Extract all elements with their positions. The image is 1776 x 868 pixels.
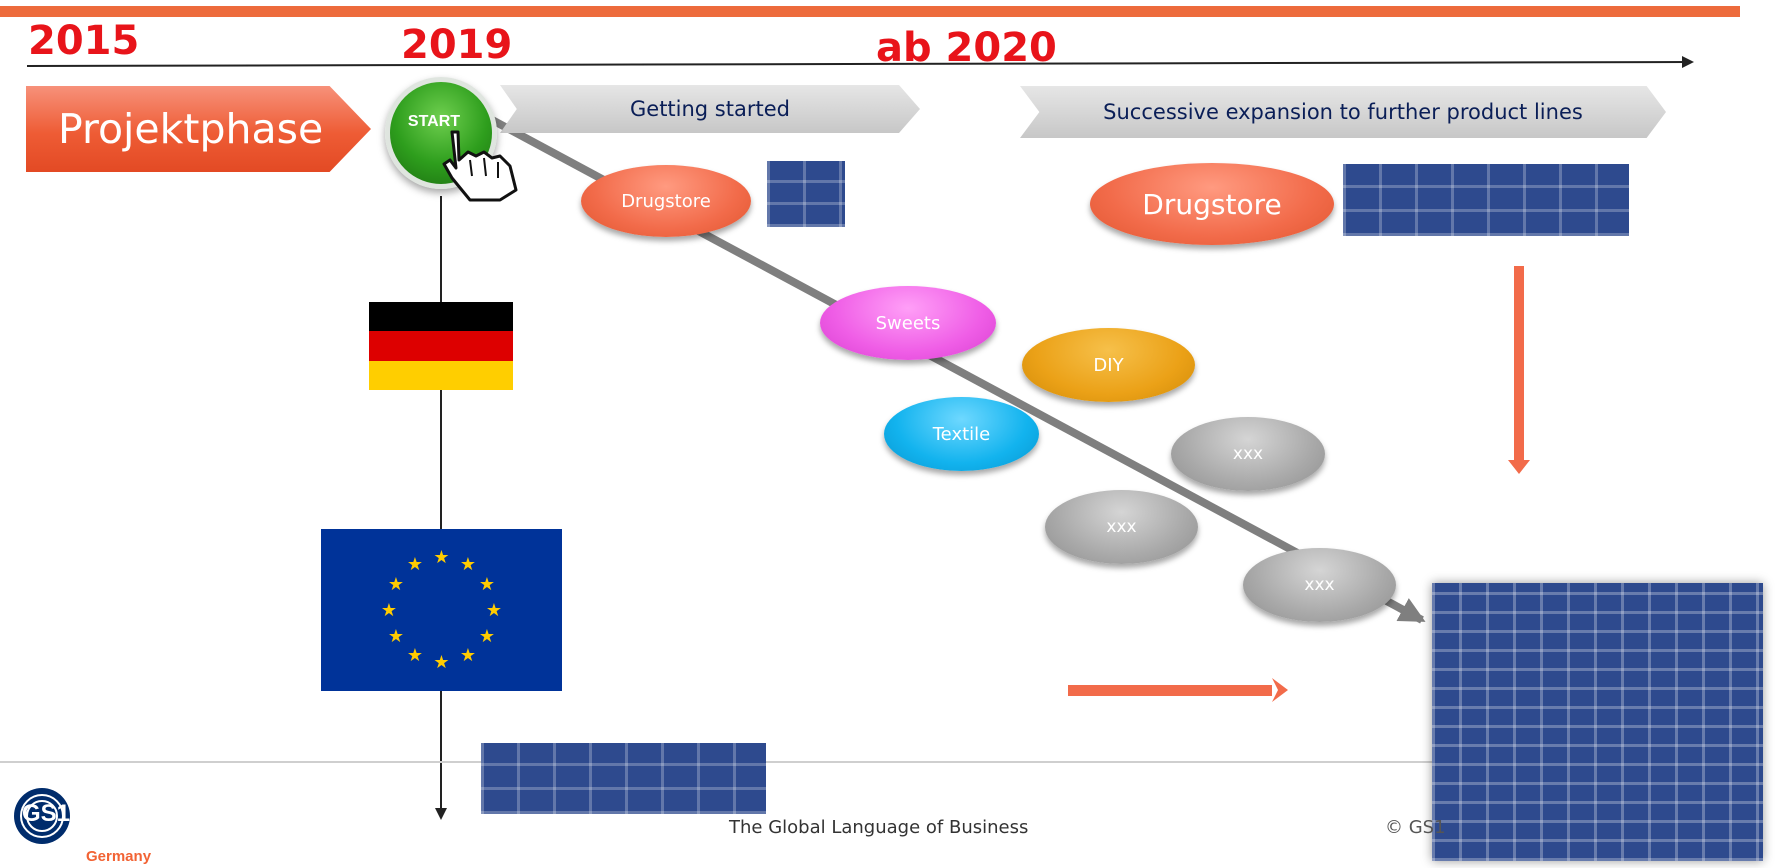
svg-text:★: ★	[388, 626, 404, 647]
orange-down-arrow	[1508, 266, 1530, 474]
oval-drugstore-small-label: Drugstore	[621, 190, 711, 212]
footer-copyright: © GS1	[1385, 817, 1446, 838]
phase-label: Projektphase	[58, 105, 324, 153]
svg-text:★: ★	[407, 554, 423, 575]
oval-xxx-2: xxx	[1045, 490, 1198, 564]
chevron-getting-started: Getting started	[500, 85, 920, 133]
eu-flag-icon: ★ ★ ★ ★ ★ ★ ★ ★ ★ ★ ★ ★	[321, 529, 562, 691]
svg-text:★: ★	[460, 554, 476, 575]
oval-xxx-3: xxx	[1243, 548, 1396, 622]
oval-sweets: Sweets	[820, 286, 996, 360]
svg-text:★: ★	[479, 626, 495, 647]
phase-arrow: Projektphase	[26, 86, 371, 172]
crate-stack-image-medium	[1343, 164, 1629, 236]
footer-tagline: The Global Language of Business	[729, 817, 1029, 838]
timeline-axis	[26, 56, 1694, 69]
oval-diy-label: DIY	[1093, 354, 1124, 376]
start-button-label: START	[407, 113, 461, 130]
svg-text:★: ★	[486, 600, 502, 621]
german-flag-icon	[369, 302, 513, 390]
oval-xxx-1: xxx	[1171, 417, 1325, 491]
svg-text:★: ★	[388, 574, 404, 595]
oval-drugstore-large-label: Drugstore	[1142, 187, 1282, 221]
oval-textile-label: Textile	[932, 423, 991, 445]
oval-sweets-label: Sweets	[875, 312, 941, 334]
gs1-logo-country: Germany	[86, 848, 152, 865]
year-2015: 2015	[28, 18, 140, 64]
crate-stack-image-eu	[481, 743, 766, 814]
oval-xxx-1-label: xxx	[1232, 444, 1264, 464]
chevron-expansion: Successive expansion to further product …	[1020, 86, 1666, 138]
oval-drugstore-large: Drugstore	[1090, 163, 1334, 245]
chevron-expansion-label: Successive expansion to further product …	[1103, 100, 1583, 124]
svg-text:★: ★	[407, 645, 423, 666]
crate-stack-image-small	[767, 161, 845, 227]
crate-stack-image-large	[1432, 583, 1763, 861]
chevron-getting-started-label: Getting started	[630, 97, 790, 121]
oval-drugstore-small: Drugstore	[581, 165, 751, 237]
svg-text:★: ★	[479, 574, 495, 595]
oval-xxx-2-label: xxx	[1106, 517, 1137, 537]
svg-text:★: ★	[381, 600, 397, 621]
top-accent-bar	[0, 6, 1740, 17]
orange-right-arrow	[1068, 678, 1288, 702]
gs1-logo-text: GS1	[22, 800, 71, 827]
year-2019: 2019	[401, 22, 513, 68]
oval-diy: DIY	[1022, 328, 1195, 402]
oval-textile: Textile	[884, 397, 1039, 471]
svg-text:★: ★	[433, 547, 449, 568]
gs1-logo-icon: GS1 Germany	[6, 786, 166, 866]
svg-text:★: ★	[433, 652, 449, 673]
svg-text:★: ★	[460, 645, 476, 666]
oval-xxx-3-label: xxx	[1304, 575, 1335, 595]
year-ab-2020: ab 2020	[876, 25, 1057, 71]
